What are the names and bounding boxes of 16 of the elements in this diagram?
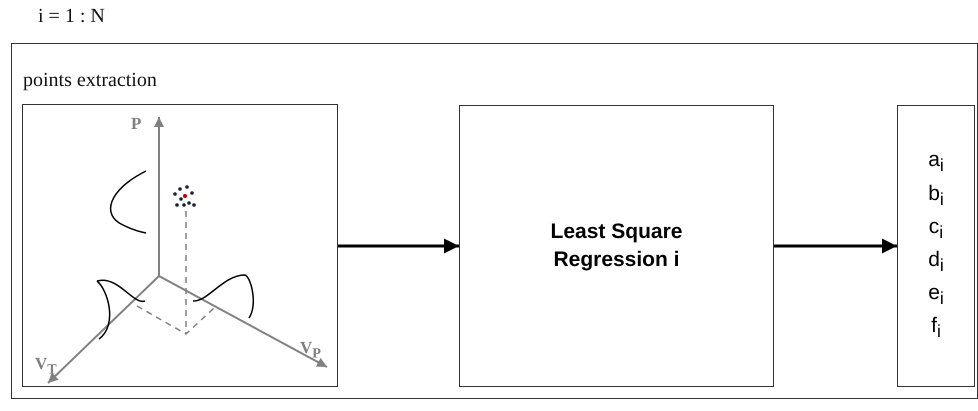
coefficient-label: a$_{i}$ [928,147,944,178]
coefficient-label: b$_{i}$ [928,180,944,211]
process-label: Least Square Regression i [550,218,684,273]
heading: i = 1 : N [38,5,105,28]
coefficient-label: f$_{i}$ [931,313,941,344]
arrow [338,238,459,254]
coefficient-label: e$_{i}$ [928,280,944,310]
arrow [774,238,897,254]
axis-label: V$_{T}$ [35,355,57,377]
axis-label: P [131,115,142,132]
process-box [459,105,774,387]
coefficient-label: c$_{i}$ [928,214,944,244]
output-box [897,105,975,387]
axis-label: V$_{P}$ [300,339,321,361]
coefficient-label: d$_{i}$ [928,247,944,278]
heading: points extraction [23,69,157,92]
